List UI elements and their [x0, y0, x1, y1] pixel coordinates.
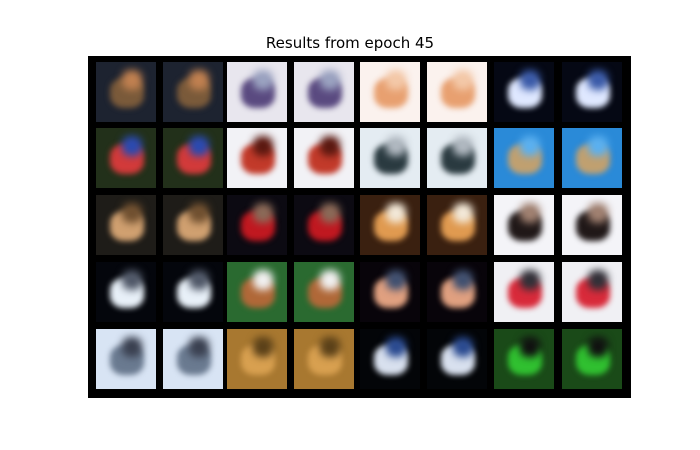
thumbnail-cat	[163, 262, 223, 322]
thumbnail-detail	[253, 136, 273, 156]
thumbnail-detail	[253, 70, 273, 90]
thumbnail-bird	[562, 62, 622, 122]
thumbnail-horse	[294, 128, 354, 188]
thumbnail-detail	[122, 203, 142, 223]
thumbnail-detail	[386, 70, 406, 90]
thumbnail-cat	[163, 62, 223, 122]
thumbnail-airplane	[427, 329, 487, 389]
thumbnail-truck	[494, 262, 554, 322]
thumbnail-detail	[122, 270, 142, 290]
thumbnail-detail	[253, 270, 273, 290]
thumbnail-cat	[96, 62, 156, 122]
thumbnail-cat	[494, 329, 554, 389]
thumbnail-detail	[320, 136, 340, 156]
thumbnail-cat	[96, 195, 156, 255]
thumbnail-cat	[163, 195, 223, 255]
thumbnail-horse	[294, 262, 354, 322]
thumbnail-detail	[253, 337, 273, 357]
thumbnail-deer	[294, 329, 354, 389]
thumbnail-detail	[520, 337, 540, 357]
thumbnail-detail	[253, 203, 273, 223]
thumbnail-automobile	[163, 329, 223, 389]
thumbnail-dog	[360, 195, 420, 255]
thumbnail-truck	[562, 262, 622, 322]
thumbnail-cat	[227, 195, 287, 255]
thumbnail-cat	[96, 262, 156, 322]
thumbnail-bird	[494, 62, 554, 122]
thumbnail-cat	[562, 128, 622, 188]
thumbnail-cat	[360, 262, 420, 322]
image-grid	[88, 56, 631, 398]
thumbnail-detail	[453, 70, 473, 90]
thumbnail-detail	[189, 270, 209, 290]
thumbnail-cat	[294, 195, 354, 255]
thumbnail-detail	[588, 203, 608, 223]
thumbnail-detail	[588, 270, 608, 290]
thumbnail-deer	[227, 329, 287, 389]
thumbnail-detail	[320, 70, 340, 90]
thumbnail-detail	[386, 136, 406, 156]
thumbnail-cat	[494, 128, 554, 188]
thumbnail-dog	[494, 195, 554, 255]
thumbnail-horse	[227, 262, 287, 322]
thumbnail-detail	[453, 203, 473, 223]
thumbnail-detail	[386, 270, 406, 290]
thumbnail-detail	[189, 337, 209, 357]
thumbnail-detail	[453, 270, 473, 290]
thumbnail-detail	[520, 136, 540, 156]
thumbnail-cat	[562, 329, 622, 389]
thumbnail-detail	[320, 337, 340, 357]
thumbnail-airplane	[96, 128, 156, 188]
figure-title: Results from epoch 45	[265, 34, 435, 52]
thumbnail-detail	[588, 337, 608, 357]
thumbnail-automobile	[96, 329, 156, 389]
thumbnail-detail	[453, 136, 473, 156]
thumbnail-detail	[320, 203, 340, 223]
thumbnail-detail	[122, 70, 142, 90]
thumbnail-detail	[189, 203, 209, 223]
thumbnail-ship	[294, 62, 354, 122]
thumbnail-detail	[520, 270, 540, 290]
thumbnail-detail	[520, 70, 540, 90]
thumbnail-cat	[360, 62, 420, 122]
thumbnail-detail	[386, 203, 406, 223]
thumbnail-detail	[453, 337, 473, 357]
thumbnail-detail	[189, 136, 209, 156]
thumbnail-dog	[562, 195, 622, 255]
thumbnail-detail	[122, 136, 142, 156]
thumbnail-horse	[227, 128, 287, 188]
thumbnail-ship	[227, 62, 287, 122]
thumbnail-dog	[427, 195, 487, 255]
thumbnail-detail	[588, 136, 608, 156]
thumbnail-detail	[588, 70, 608, 90]
thumbnail-airplane	[163, 128, 223, 188]
thumbnail-detail	[386, 337, 406, 357]
thumbnail-airplane	[360, 329, 420, 389]
thumbnail-detail	[520, 203, 540, 223]
thumbnail-detail	[320, 270, 340, 290]
thumbnail-detail	[189, 70, 209, 90]
thumbnail-dog	[427, 128, 487, 188]
thumbnail-cat	[427, 62, 487, 122]
thumbnail-dog	[360, 128, 420, 188]
thumbnail-cat	[427, 262, 487, 322]
thumbnail-detail	[122, 337, 142, 357]
